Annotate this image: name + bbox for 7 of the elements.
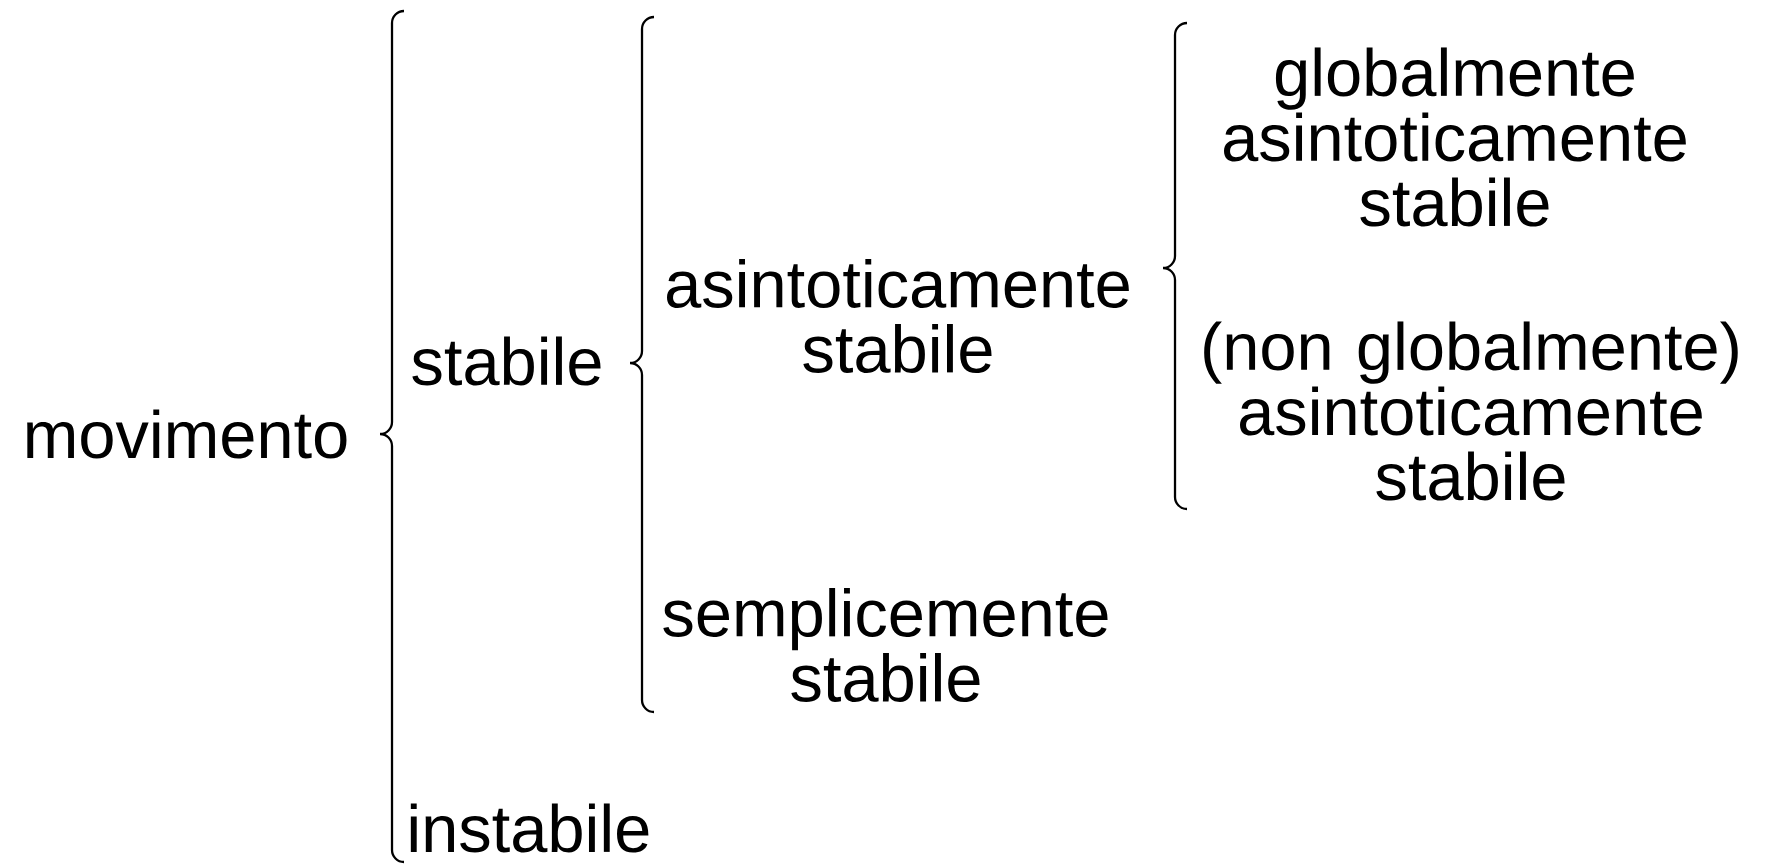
category-label: globalmente asintoticamente stabile: [1224, 47, 1686, 227]
category-label: instabile: [410, 803, 649, 853]
category-label: semplicemente stabile: [663, 587, 1108, 703]
category-label: stabile: [412, 336, 601, 386]
category-label: (non globalmente) asintoticamente stabile: [1204, 321, 1738, 501]
category-label: movimento: [27, 409, 347, 459]
category-label: asintoticamente stabile: [667, 258, 1129, 374]
